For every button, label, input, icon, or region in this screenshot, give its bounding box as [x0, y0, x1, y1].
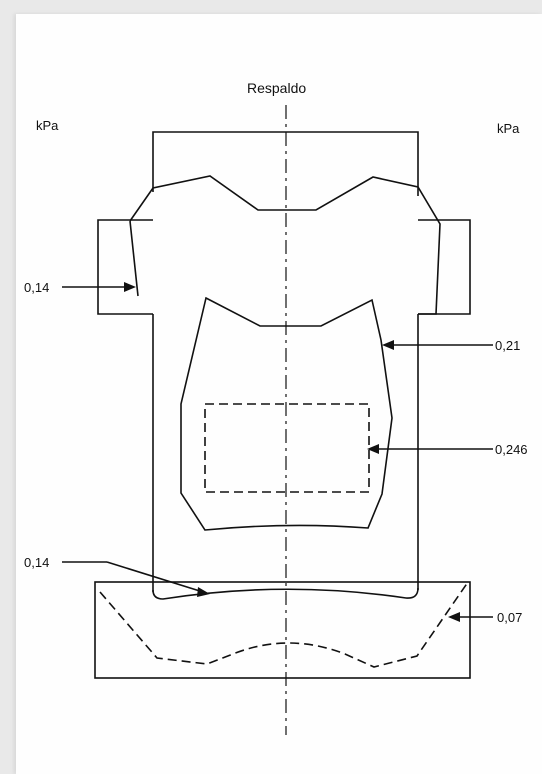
paper-sheet [16, 14, 542, 774]
body-bottom-curve [152, 587, 419, 600]
right-wing [418, 219, 471, 315]
arrowhead-right-upper [382, 340, 394, 350]
value-right-lower: 0,07 [497, 610, 523, 625]
arrowhead-right-lower [448, 612, 460, 622]
peak-pressure-zone [204, 403, 370, 493]
outer-contour-left-drop [129, 220, 139, 297]
value-right-upper: 0,21 [495, 338, 521, 353]
seat-pressure-contour [99, 581, 469, 668]
outer-pressure-contour [129, 175, 441, 315]
arrowhead-right-middle [367, 444, 379, 454]
inner-pressure-contour [180, 296, 393, 531]
value-left-lower: 0,14 [24, 555, 50, 570]
arrowhead-left-lower [197, 587, 210, 597]
arrowhead-left-upper [124, 282, 136, 292]
leader-left-lower-diagonal [106, 561, 204, 593]
unit-label-left: kPa [36, 118, 59, 133]
value-right-middle: 0,246 [495, 442, 528, 457]
unit-label-right: kPa [497, 121, 520, 136]
seat-outline [94, 581, 471, 679]
left-wing [97, 219, 153, 315]
diagram-title: Respaldo [247, 80, 307, 96]
backrest-top-outline [152, 131, 419, 196]
value-left-upper: 0,14 [24, 280, 50, 295]
